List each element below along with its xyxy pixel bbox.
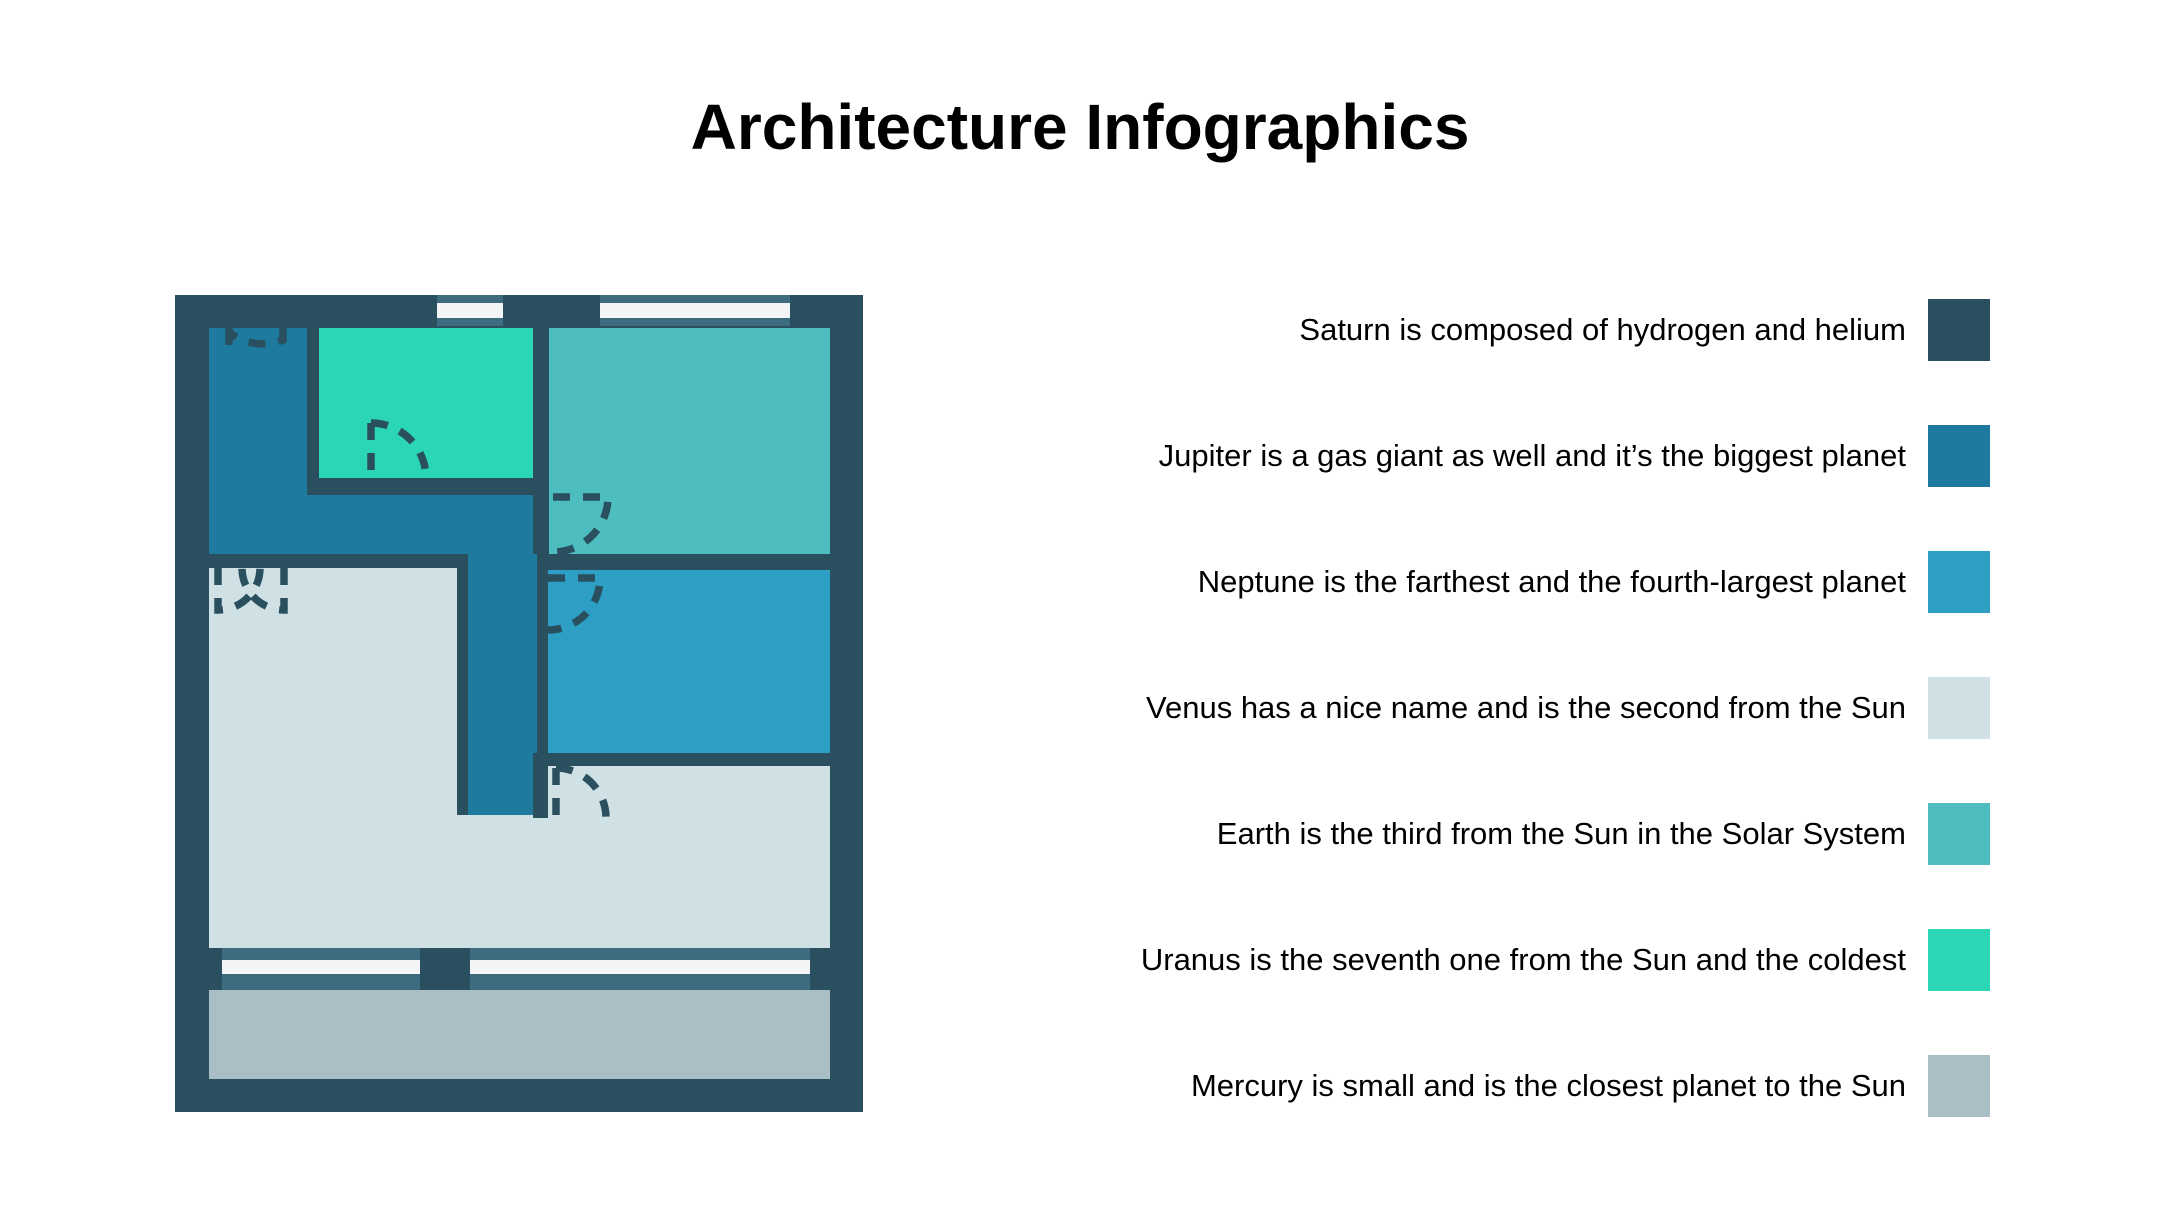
legend-item-saturn: Saturn is composed of hydrogen and heliu… <box>1299 299 1990 361</box>
legend-label: Venus has a nice name and is the second … <box>1146 690 1906 725</box>
door-entry-arc <box>226 328 287 348</box>
legend-label: Jupiter is a gas giant as well and it’s … <box>1158 438 1906 473</box>
legend-item-venus: Venus has a nice name and is the second … <box>1146 677 1990 739</box>
floor-plan <box>175 295 863 1112</box>
room-mercury-balcony <box>209 990 830 1079</box>
legend-swatch-neptune <box>1928 551 1990 613</box>
room-uranus <box>319 328 533 478</box>
legend-label: Mercury is small and is the closest plan… <box>1190 1068 1906 1103</box>
legend-label: Saturn is composed of hydrogen and heliu… <box>1299 312 1906 347</box>
legend-swatch-earth <box>1928 803 1990 865</box>
legend-item-jupiter: Jupiter is a gas giant as well and it’s … <box>1159 425 1990 487</box>
legend-swatch-jupiter <box>1928 425 1990 487</box>
window-glass <box>437 303 503 318</box>
door-venus-left <box>214 567 264 614</box>
room-neptune <box>548 570 830 753</box>
hallway-band <box>209 495 533 554</box>
door-neptune <box>547 574 604 634</box>
door-venus-right <box>238 567 288 614</box>
legend-item-earth: Earth is the third from the Sun in the S… <box>1217 803 1990 865</box>
wall-stub <box>533 753 548 818</box>
door-earth <box>552 493 612 556</box>
page-title: Architecture Infographics <box>690 91 1470 163</box>
legend-swatch-venus <box>1928 677 1990 739</box>
legend-label: Neptune is the farthest and the fourth-l… <box>1197 564 1906 599</box>
door-swings <box>214 328 612 819</box>
legend-label: Uranus is the seventh one from the Sun a… <box>1140 942 1906 977</box>
legend-swatch-uranus <box>1928 929 1990 991</box>
top-windows <box>437 295 790 326</box>
legend-label: Earth is the third from the Sun in the S… <box>1216 816 1906 851</box>
door-uranus <box>367 419 430 479</box>
balcony-windows <box>222 948 810 990</box>
legend-item-uranus: Uranus is the seventh one from the Sun a… <box>1141 929 1990 991</box>
door-hallway-bottom <box>552 764 610 819</box>
room-earth <box>549 328 830 554</box>
window-glass <box>222 960 420 974</box>
legend-swatch-saturn <box>1928 299 1990 361</box>
window-glass <box>470 960 810 974</box>
window-glass <box>600 303 790 318</box>
legend-item-neptune: Neptune is the farthest and the fourth-l… <box>1198 551 1990 613</box>
legend-swatch-mercury <box>1928 1055 1990 1117</box>
legend-item-mercury: Mercury is small and is the closest plan… <box>1191 1055 1990 1117</box>
hallway-middle-strip <box>468 554 537 815</box>
wall-strip-left <box>457 554 468 815</box>
